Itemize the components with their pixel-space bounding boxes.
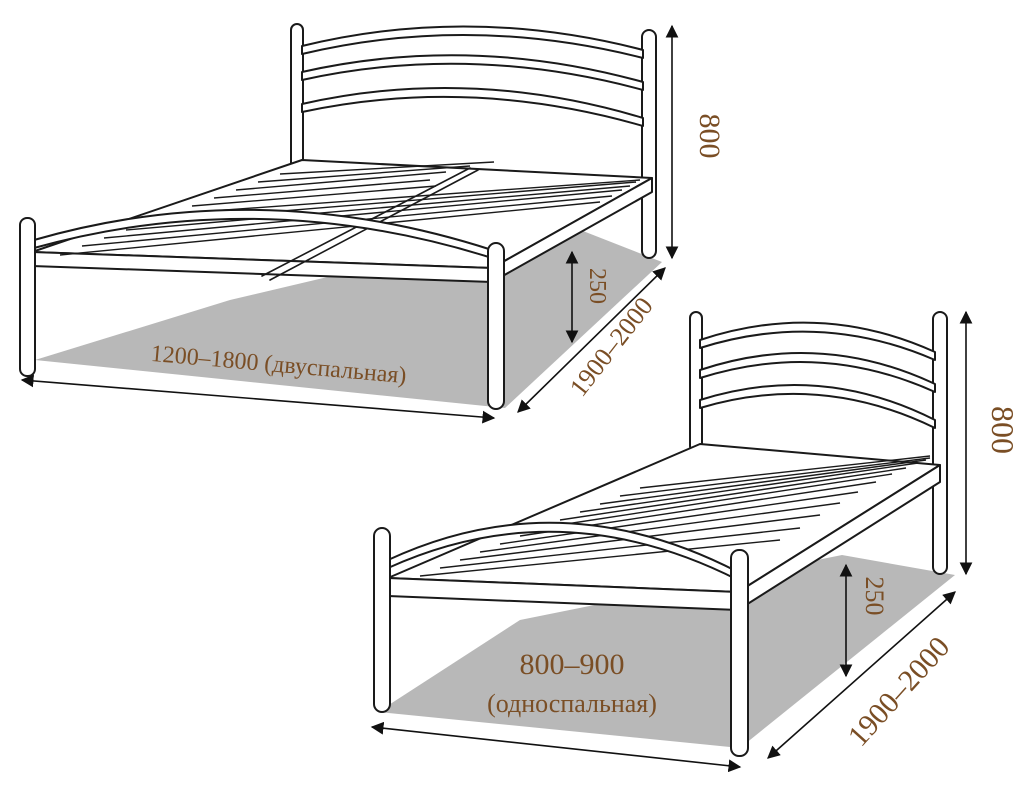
double-bed-leg-height-label: 250 bbox=[584, 268, 610, 304]
single-bed-headboard-post-left bbox=[689, 311, 703, 453]
single-bed-width-label-line2: (односпальная) bbox=[487, 689, 657, 718]
single-bed-headboard-arcs bbox=[699, 321, 936, 429]
single-bed-leg-front-left bbox=[373, 527, 391, 713]
double-bed-length-arrow bbox=[517, 267, 666, 413]
single-bed-leg-height-label: 250 bbox=[860, 577, 889, 616]
dimension-lines bbox=[20, 24, 973, 773]
double-bed-leg-front-right bbox=[487, 242, 505, 410]
single-bed-headboard-height-label: 800 bbox=[985, 406, 1021, 454]
double-bed-headboard-height-label: 800 bbox=[693, 114, 726, 159]
double-bed-headboard-arcs bbox=[301, 25, 644, 127]
single-bed-headboard-post-right bbox=[932, 311, 948, 575]
single-bed-length-arrow bbox=[767, 591, 956, 759]
double-bed-leg-front-left bbox=[19, 217, 36, 377]
double-bed-headboard-post-right bbox=[641, 29, 657, 259]
double-bed bbox=[19, 23, 662, 410]
single-bed-width-label-line1: 800–900 bbox=[520, 648, 625, 681]
double-bed-width-arrow bbox=[20, 374, 496, 424]
single-bed-leg-front-right bbox=[730, 549, 749, 757]
single-bed-width-arrow bbox=[370, 721, 742, 773]
